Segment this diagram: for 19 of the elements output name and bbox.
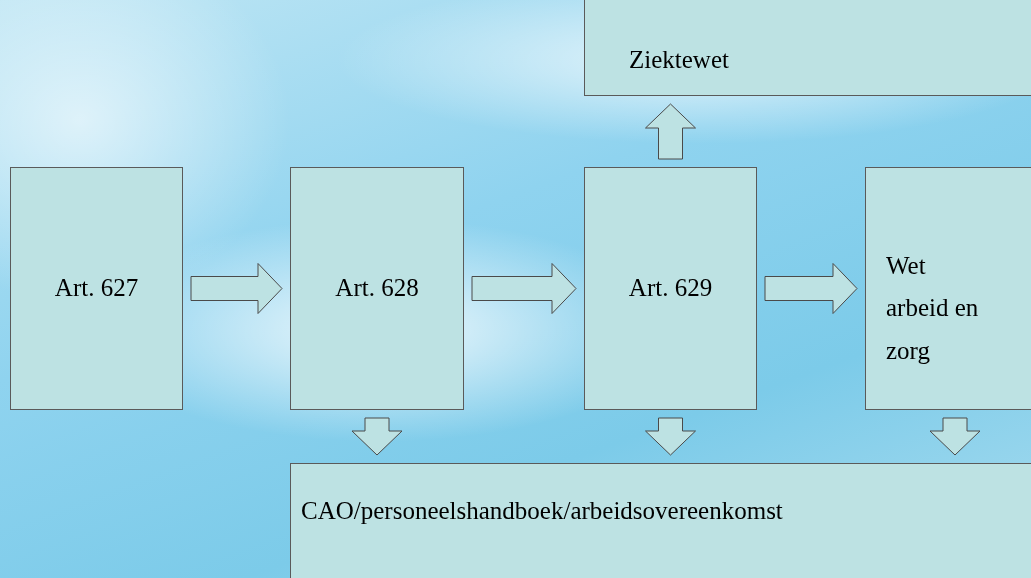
box-label: Ziektewet <box>629 44 729 75</box>
text-box <box>584 0 1031 96</box>
block-arrow <box>190 263 283 314</box>
box-label: Art. 627 <box>54 273 139 304</box>
block-arrow <box>929 417 981 456</box>
box-label: Art. 629 <box>628 273 713 304</box>
box-label: Art. 628 <box>335 273 419 304</box>
box-label: Wet arbeid en zorg <box>886 250 980 366</box>
text-box <box>10 167 183 410</box>
block-arrow <box>471 263 577 314</box>
block-arrow <box>645 417 696 456</box>
block-arrow <box>645 103 696 160</box>
box-label: CAO/personeelshandboek/arbeidsovereenkomst <box>301 496 783 526</box>
block-arrow <box>351 417 403 456</box>
text-box <box>290 167 464 410</box>
block-arrow <box>764 263 858 314</box>
text-box <box>584 167 757 410</box>
text-box <box>865 167 1031 410</box>
text-box <box>290 463 1031 578</box>
